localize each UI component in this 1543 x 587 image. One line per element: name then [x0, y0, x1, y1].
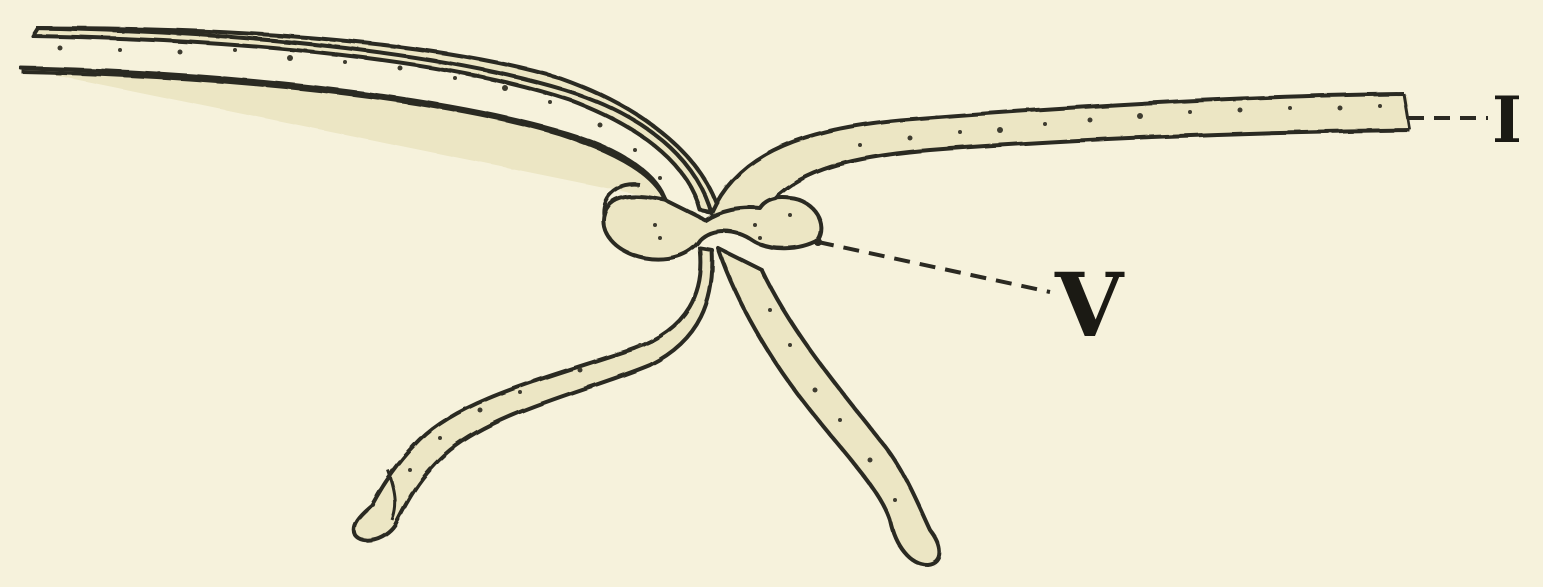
label-top-right: I [1492, 83, 1522, 158]
label-vesicle: V [1054, 253, 1125, 357]
vesicle-pointer-dot [814, 238, 822, 246]
